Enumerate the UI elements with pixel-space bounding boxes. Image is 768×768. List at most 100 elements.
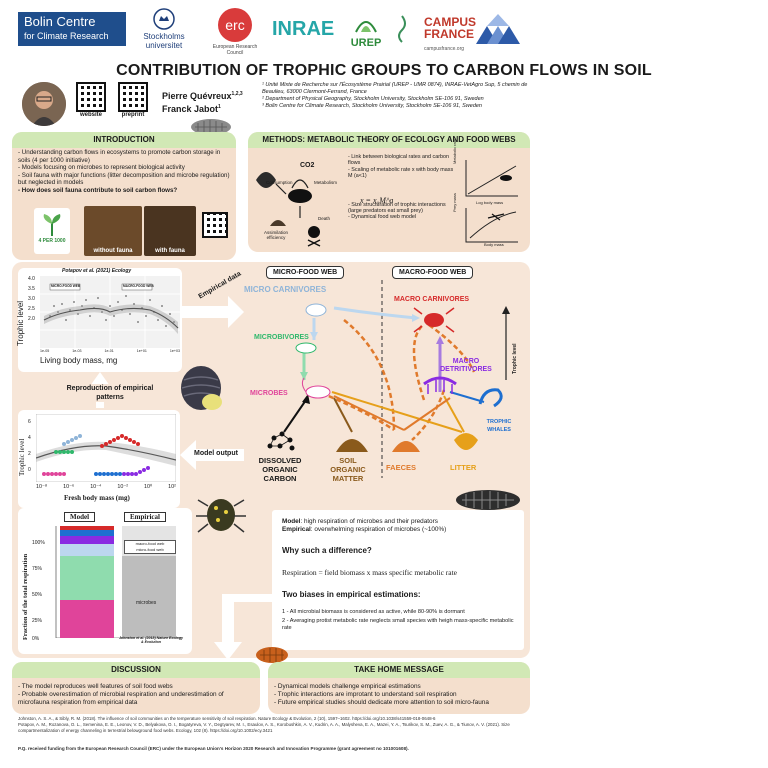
card-emp-text: : overwhelming respiration of microbes (… <box>310 526 447 533</box>
card-model-label: Model <box>282 518 301 525</box>
xtick: 1e-01 <box>104 349 114 353</box>
author2-sup: 1 <box>218 104 221 110</box>
trophic-level-axis-label: Trophic level <box>512 343 518 374</box>
metabolism-arrow <box>291 179 309 189</box>
without-fauna-caption: without fauna <box>93 248 133 254</box>
legend-macro: macro-food web <box>135 541 165 546</box>
soil-pile-icon <box>270 220 286 226</box>
vetagro-icon <box>398 15 406 43</box>
card-bias-2: 2 - Averaging protist metabolic rate neg… <box>282 618 514 631</box>
discussion-arrow <box>214 594 272 660</box>
affiliation-3: ³ Bolin Centre for Climate Research, Sto… <box>262 103 482 109</box>
potapov-macro-label: MACRO-FOOD WEB <box>123 284 154 288</box>
xtick: 1e+03 <box>169 349 180 353</box>
model-segment-macro-carnivores <box>60 526 114 530</box>
ytick: 0 <box>28 467 31 473</box>
methods-item: - Scaling of metabolic rate x with body … <box>348 166 454 180</box>
qr-code-website-icon[interactable] <box>76 82 106 112</box>
graph1-ylabel: Metabolic rate <box>452 138 457 164</box>
graph1-xlabel: Log body mass <box>476 200 504 205</box>
model-points-microbivores <box>54 450 74 454</box>
methods-item: - Link between biological rates and carb… <box>348 154 449 167</box>
model-segment-micro-carnivores <box>60 544 114 556</box>
qr-preprint-caption: preprint <box>121 112 145 118</box>
ytick: 2.0 <box>28 316 35 322</box>
author-photo <box>22 82 66 126</box>
intro-item: - Models focusing on microbes to represe… <box>18 164 185 172</box>
ytick: 50% <box>32 592 43 598</box>
take-home-list: - Dynamical models challenge empirical e… <box>274 683 524 707</box>
ytick: 75% <box>32 566 43 572</box>
affiliation-2: ² Department of Physical Geography, Stoc… <box>262 96 484 102</box>
potapov-title: Potapov et al. (2021) Ecology <box>62 268 132 274</box>
campus-france-triangles-icon <box>476 14 520 44</box>
metabolism-label: Metabolism <box>314 180 338 185</box>
explanation-card: Model: high respiration of microbes and … <box>272 510 524 650</box>
graph2-ylabel: Prey mass <box>452 193 457 212</box>
reference-2: Potapov, A. M., Rozanova, O. L., Semenin… <box>18 722 510 733</box>
vetagro-logo <box>392 14 412 48</box>
authors: Pierre Quévreux1,2,3 Franck Jabot1 <box>162 89 243 115</box>
mite-icon <box>196 499 246 533</box>
campus-url: campusfrance.org <box>424 46 465 52</box>
death-label: Death <box>318 216 331 221</box>
stockholm-line2: universitet <box>145 41 183 50</box>
qr-code-intro-icon[interactable] <box>202 212 228 238</box>
ytick: 2 <box>28 451 31 457</box>
micro-to-macro-arrow <box>333 306 417 320</box>
xtick: 10⁻⁶ <box>63 484 75 490</box>
doc-label: DISSOLVED ORGANIC CARBON <box>258 456 302 483</box>
assimilation-label: Assimilation efficiency <box>263 230 288 240</box>
micro-carnivore-icon <box>305 303 327 317</box>
model-ylabel: Trophic level <box>18 438 26 476</box>
qr-code-preprint-icon[interactable] <box>118 82 148 112</box>
bar-ylabel: Fraction of the total respiration <box>22 553 29 640</box>
qr-website[interactable]: website <box>76 82 106 118</box>
take-home-item: - Future empirical studies should dedica… <box>274 699 489 706</box>
bolin-logo-line1: Bolin Centre <box>24 14 96 29</box>
metabolism-diagram <box>256 172 321 247</box>
stockholm-university-logo: Stockholms universitet <box>136 8 192 54</box>
xtick: 1e+01 <box>136 349 147 353</box>
spider-icon <box>487 213 505 221</box>
ytick: 6 <box>28 419 31 425</box>
author2-name: Franck Jabot <box>162 104 219 114</box>
microbes-icon <box>301 377 331 399</box>
discussion-item: - Probable overestimation of microbial r… <box>18 691 224 706</box>
methods-list: - Link between biological rates and carb… <box>348 154 458 221</box>
microbivores-label: MICROBIVORES <box>254 334 309 341</box>
erc-subtitle: European Research Council <box>212 44 258 56</box>
model-xticks: 10⁻⁸ 10⁻⁶ 10⁻⁴ 10⁻² 10⁰ 10² <box>36 484 176 490</box>
model-output-label: Model output <box>194 450 238 457</box>
ytick: 4.0 <box>28 276 35 282</box>
faeces-label: FAECES <box>386 463 417 472</box>
orange-woodlouse-icon <box>256 647 288 663</box>
model-bar <box>60 526 114 638</box>
beetle-icon <box>288 189 312 203</box>
qr-preprint[interactable]: preprint <box>118 82 148 118</box>
model-segment-microbivores <box>60 556 114 600</box>
stockholm-line1: Stockholms <box>143 32 185 41</box>
woodlouse-icon <box>191 119 231 135</box>
model-scatter <box>36 414 176 482</box>
macro-carnivore-icon <box>413 307 455 333</box>
litter-icon <box>454 433 478 450</box>
ytick: 4 <box>28 435 31 441</box>
methods-item: - Dynamical food web model <box>348 214 417 221</box>
introduction-list: - Understanding carbon flows in ecosyste… <box>18 149 232 195</box>
urep-logo: UREP <box>346 12 386 52</box>
food-web-diagram <box>267 280 510 478</box>
macro-detritivore-icon <box>423 376 457 394</box>
micro-food-web-label: MICRO-FOOD WEB <box>266 266 345 279</box>
intro-item: - Understanding carbon flows in ecosyste… <box>18 149 221 164</box>
campus-line1: CAMPUS <box>424 15 477 29</box>
macro-detritivores-label: MACRO DETRITIVORES <box>440 358 492 373</box>
methods-heading: METHODS: METABOLIC THEORY OF ECOLOGY AND… <box>248 132 530 148</box>
beetle-small-icon <box>500 175 512 181</box>
model-points-detritivores <box>122 466 150 476</box>
trophic-whales-label: TROPHIC WHALES <box>486 419 512 433</box>
ytick: 0% <box>32 636 40 642</box>
intro-item: - How does soil fauna contribute to soil… <box>18 186 178 194</box>
card-empirical-line: Empirical: overwhelming respiration of m… <box>282 526 518 534</box>
litter-label: LITTER <box>450 463 477 472</box>
